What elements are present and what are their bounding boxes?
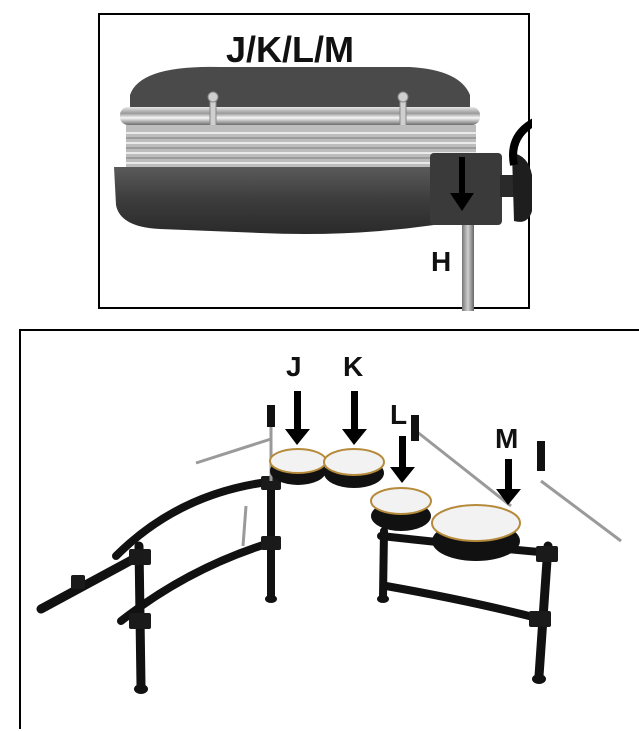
pad-label-j: J — [286, 351, 302, 383]
pad-m — [432, 505, 520, 561]
pad-k — [324, 449, 384, 488]
rack-feet — [134, 595, 546, 694]
arrow-k — [351, 391, 358, 431]
arrow-j — [294, 391, 301, 431]
pad-shell-body — [114, 167, 434, 234]
clamp-bracket — [430, 153, 502, 225]
arrow-l — [399, 436, 406, 470]
rack-right-lower — [386, 586, 541, 619]
rotate-arrow — [513, 107, 532, 165]
arrow-m — [505, 459, 512, 491]
closeup-panel: J/K/L/M H — [98, 13, 530, 309]
pad-label-k: K — [343, 351, 363, 383]
stand-label-h: H — [431, 246, 451, 278]
stand-pole — [462, 225, 474, 311]
pad-label-l: L — [390, 399, 407, 431]
pad-j — [270, 449, 326, 485]
side-arm — [41, 556, 139, 609]
closeup-caption: J/K/L/M — [226, 29, 354, 71]
kit-overview-panel: J K L M — [19, 329, 639, 729]
leg-back-center — [383, 531, 384, 596]
pad-head — [130, 67, 470, 111]
chrome-hoop — [120, 107, 480, 125]
pad-label-m: M — [495, 423, 518, 455]
pad-l — [371, 488, 431, 531]
drum-kit-illustration — [21, 331, 639, 731]
